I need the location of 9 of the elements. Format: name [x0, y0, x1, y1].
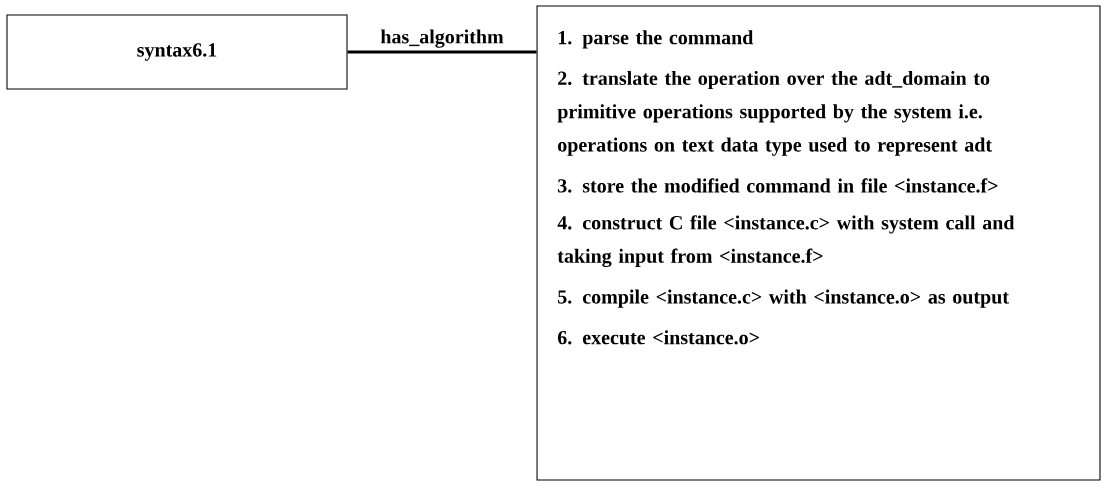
step-text: 2. translate the operation over the adt_domain to primitive operations supported by the system i.e. operations on text data type used to represent adt: [557, 70, 992, 156]
step-text: 1. parse the command: [558, 30, 754, 49]
step-text: 6. execute <instance.o>: [557, 330, 759, 345]
step-text: 3. store the modified command in file <instance.f>: [558, 178, 998, 193]
step-text: 5. compile <instance.c> with <instance.o> as output: [558, 289, 1009, 308]
edge-label: has_algorithm: [380, 29, 504, 48]
connector-line: [347, 50, 537, 54]
process-box: syntax6.1: [6, 14, 348, 90]
step-text: 4. construct C file <instance.c> with system call and taking input from <instance.f>: [557, 215, 1015, 268]
